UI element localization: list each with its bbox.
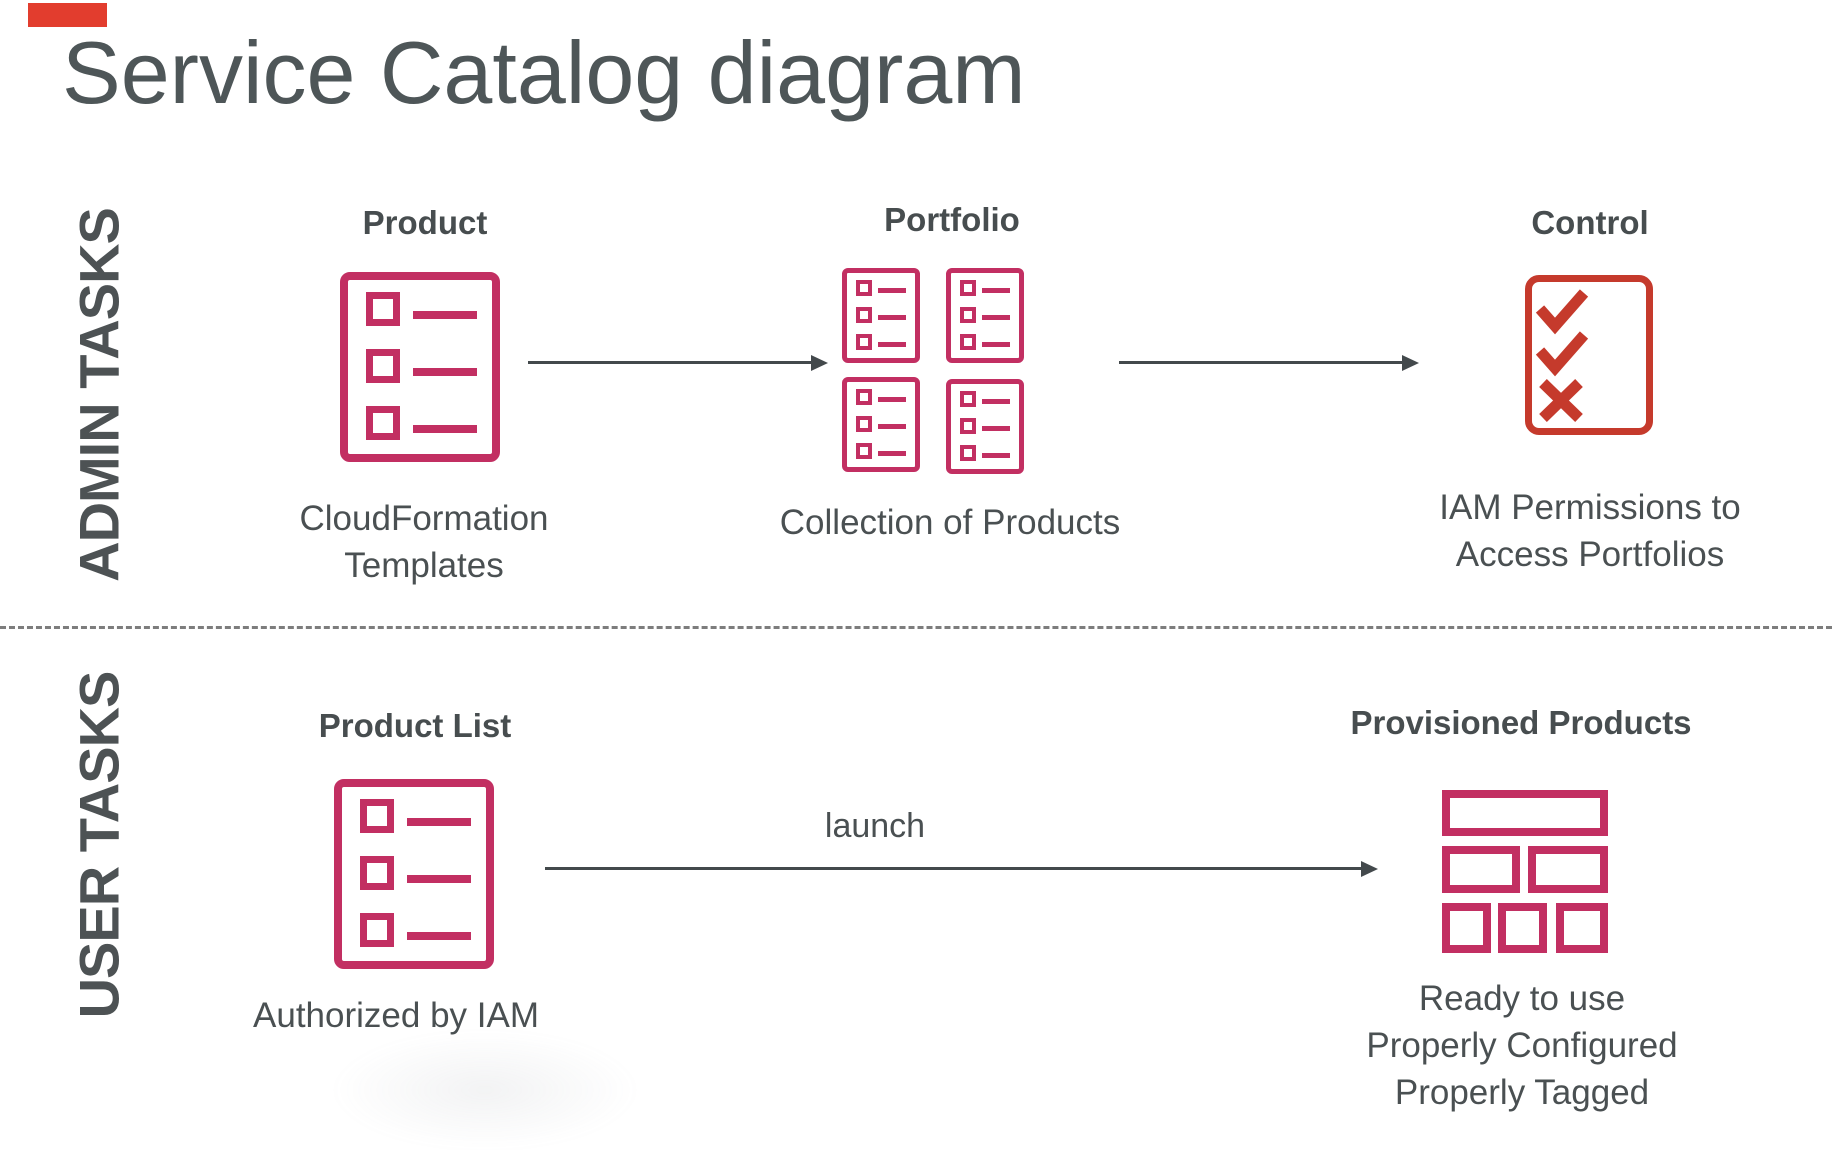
caption-line: Authorized by IAM	[253, 996, 539, 1035]
caption-line: Ready to use	[1418, 979, 1626, 1018]
arrow-launch	[545, 867, 1362, 870]
page-title: Service Catalog diagram	[62, 23, 1026, 122]
doc-square	[366, 292, 400, 326]
block	[1528, 846, 1608, 893]
product-caption: CloudFormation Templates	[300, 495, 549, 589]
caption-line: Properly Tagged	[1394, 1073, 1650, 1112]
mini-list-document-icon	[842, 268, 920, 363]
arrow-product-to-portfolio	[528, 361, 812, 364]
product-list-title: Product List	[318, 707, 512, 744]
corner-accent-bar	[28, 3, 107, 27]
block	[1442, 846, 1520, 893]
portfolio-title: Portfolio	[884, 201, 1020, 238]
product-list-caption: Authorized by IAM	[253, 992, 539, 1039]
arrow-portfolio-to-control	[1119, 361, 1403, 364]
doc-line	[413, 311, 477, 319]
block	[1442, 903, 1491, 953]
product-title: Product	[362, 204, 488, 241]
arrowhead-icon	[811, 355, 828, 371]
admin-tasks-row-label: ADMIN TASKS	[67, 208, 131, 582]
row-divider	[0, 626, 1832, 629]
block	[1442, 790, 1608, 836]
doc-square	[366, 406, 400, 440]
mini-list-document-icon	[946, 268, 1024, 363]
caption-line: Access Portfolios	[1455, 535, 1725, 574]
caption-line: Templates	[344, 546, 504, 585]
user-tasks-row-label: USER TASKS	[67, 671, 131, 1019]
block	[1498, 903, 1547, 953]
provisioned-caption: Ready to use Properly Configured Properl…	[1366, 975, 1677, 1116]
doc-row	[366, 349, 492, 383]
portfolio-caption: Collection of Products	[780, 499, 1120, 546]
control-caption: IAM Permissions to Access Portfolios	[1439, 484, 1740, 578]
block	[1556, 903, 1608, 953]
mini-list-document-icon	[946, 379, 1024, 474]
background-smudge	[330, 1030, 640, 1150]
arrowhead-icon	[1402, 355, 1419, 371]
list-document-icon	[334, 779, 494, 969]
caption-line: launch	[824, 807, 926, 845]
arrowhead-icon	[1361, 861, 1378, 877]
doc-line	[413, 425, 477, 433]
mini-list-document-icon	[842, 377, 920, 472]
checklist-icon	[1525, 275, 1653, 435]
doc-line	[413, 368, 477, 376]
caption-line: CloudFormation	[299, 499, 549, 538]
control-title: Control	[1531, 204, 1649, 241]
caption-line: Properly Configured	[1366, 1026, 1678, 1065]
doc-row	[366, 406, 492, 440]
launch-label: launch	[825, 803, 925, 850]
caption-line: Collection of Products	[779, 503, 1121, 542]
doc-square	[366, 349, 400, 383]
doc-row	[366, 292, 492, 326]
checklist-marks	[1535, 289, 1589, 422]
provisioned-products-title: Provisioned Products	[1350, 704, 1692, 741]
caption-line: IAM Permissions to	[1439, 488, 1741, 527]
list-document-icon	[340, 272, 500, 462]
